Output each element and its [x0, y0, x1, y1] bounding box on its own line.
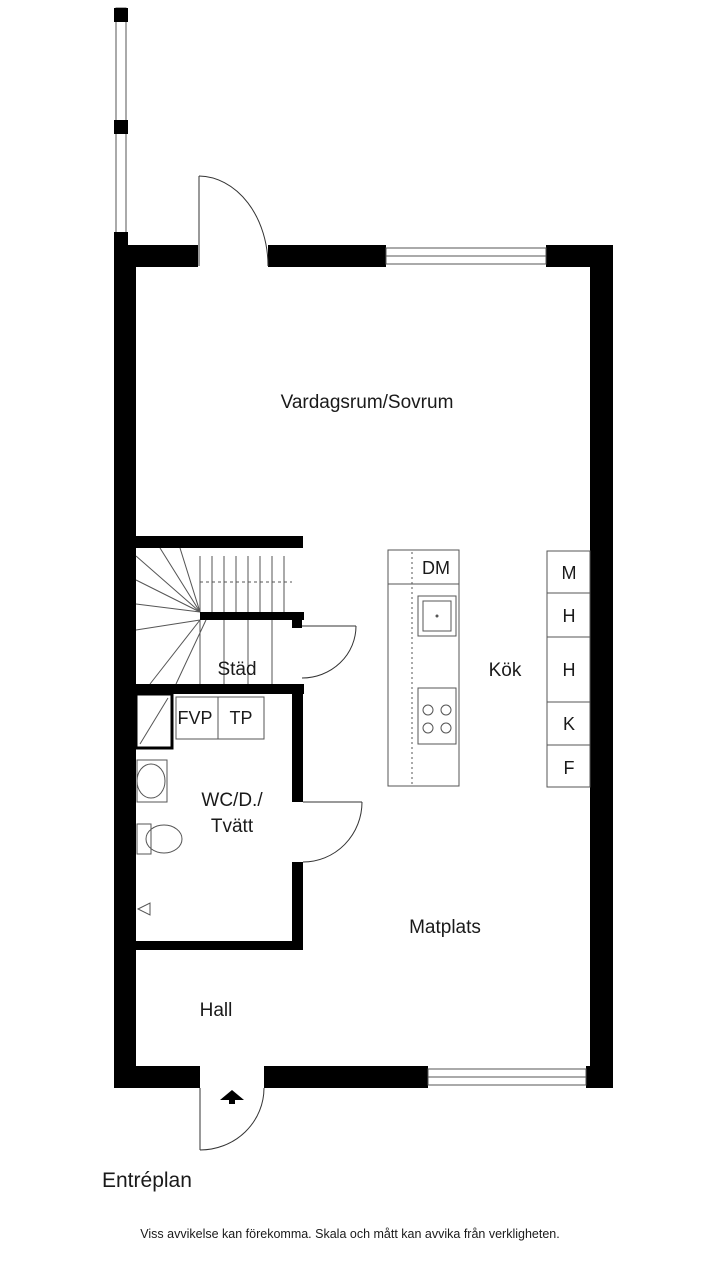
- fvp-label: FVP: [177, 708, 212, 728]
- kitchen-cabinets: [546, 550, 591, 788]
- window-top: [385, 247, 547, 265]
- dishwasher-label: DM: [422, 558, 450, 578]
- room-label-wc: WC/D./: [201, 790, 263, 811]
- kitchen-island: [387, 549, 460, 787]
- internal-walls: [136, 536, 304, 950]
- staircase: [135, 547, 292, 685]
- cabinet-label-h1: H: [563, 606, 576, 626]
- wc-door: [302, 801, 363, 863]
- floor-drain-icon: [136, 902, 151, 916]
- cabinet-label-h2: H: [563, 660, 576, 680]
- room-label-kitchen: Kök: [489, 660, 522, 681]
- room-label-living: Vardagsrum/Sovrum: [281, 392, 454, 413]
- disclaimer: Viss avvikelse kan förekomma. Skala och …: [140, 1227, 559, 1241]
- room-label-cleaning: Städ: [217, 659, 256, 680]
- room-label-dining: Matplats: [409, 917, 481, 938]
- window-bottom: [427, 1068, 587, 1086]
- terrace-railing: [114, 7, 128, 247]
- wc-sink: [136, 759, 168, 803]
- room-label-wc-line2: Tvätt: [211, 816, 254, 837]
- terrace-door: [198, 175, 269, 267]
- utility-boxes: [175, 696, 265, 740]
- cabinet-label-k: K: [563, 714, 575, 734]
- toilet: [136, 823, 183, 855]
- entrance-arrow-icon: [220, 1090, 244, 1100]
- shower-corner: [134, 692, 174, 750]
- tp-label: TP: [229, 708, 252, 728]
- cabinet-label-f: F: [564, 758, 575, 778]
- cleaning-door: [301, 625, 357, 679]
- entrance-door: [199, 1087, 265, 1151]
- room-label-hall: Hall: [200, 1000, 233, 1021]
- cabinet-label-m: M: [562, 563, 577, 583]
- plan-title: Entréplan: [102, 1169, 192, 1192]
- outer-walls: [114, 245, 613, 1088]
